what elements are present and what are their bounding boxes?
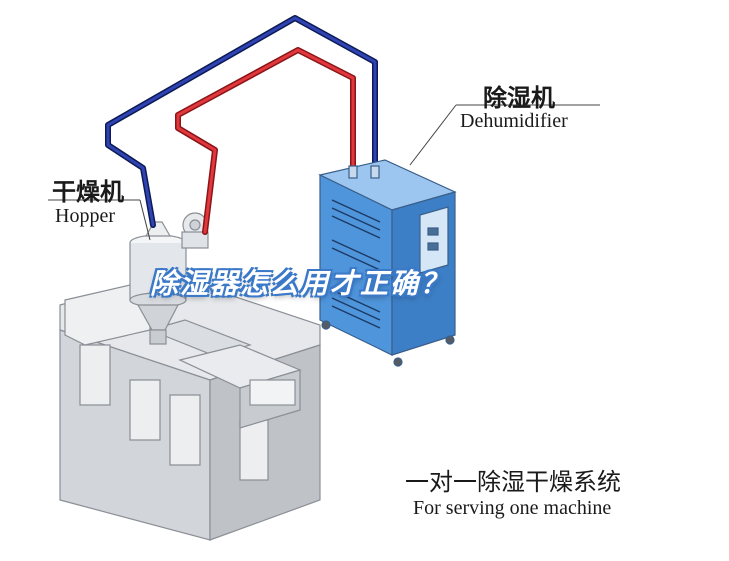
page-title: 除湿器怎么用才正确？	[150, 267, 451, 300]
pipes	[105, 15, 378, 235]
molding-machine	[59, 274, 321, 541]
hopper-label-cn: 干燥机	[52, 178, 124, 206]
system-label-cn: 一对一除湿干燥系统	[405, 468, 621, 496]
leader-lines	[48, 104, 600, 241]
dehumidifier-label-en: Dehumidifier	[460, 110, 568, 132]
hopper-dryer	[129, 212, 209, 345]
dehumidifier-label-cn: 除湿机	[483, 84, 555, 112]
dehumidifier-unit	[318, 159, 457, 367]
system-label-en: For serving one machine	[413, 497, 612, 519]
hopper-label-en: Hopper	[55, 205, 115, 227]
